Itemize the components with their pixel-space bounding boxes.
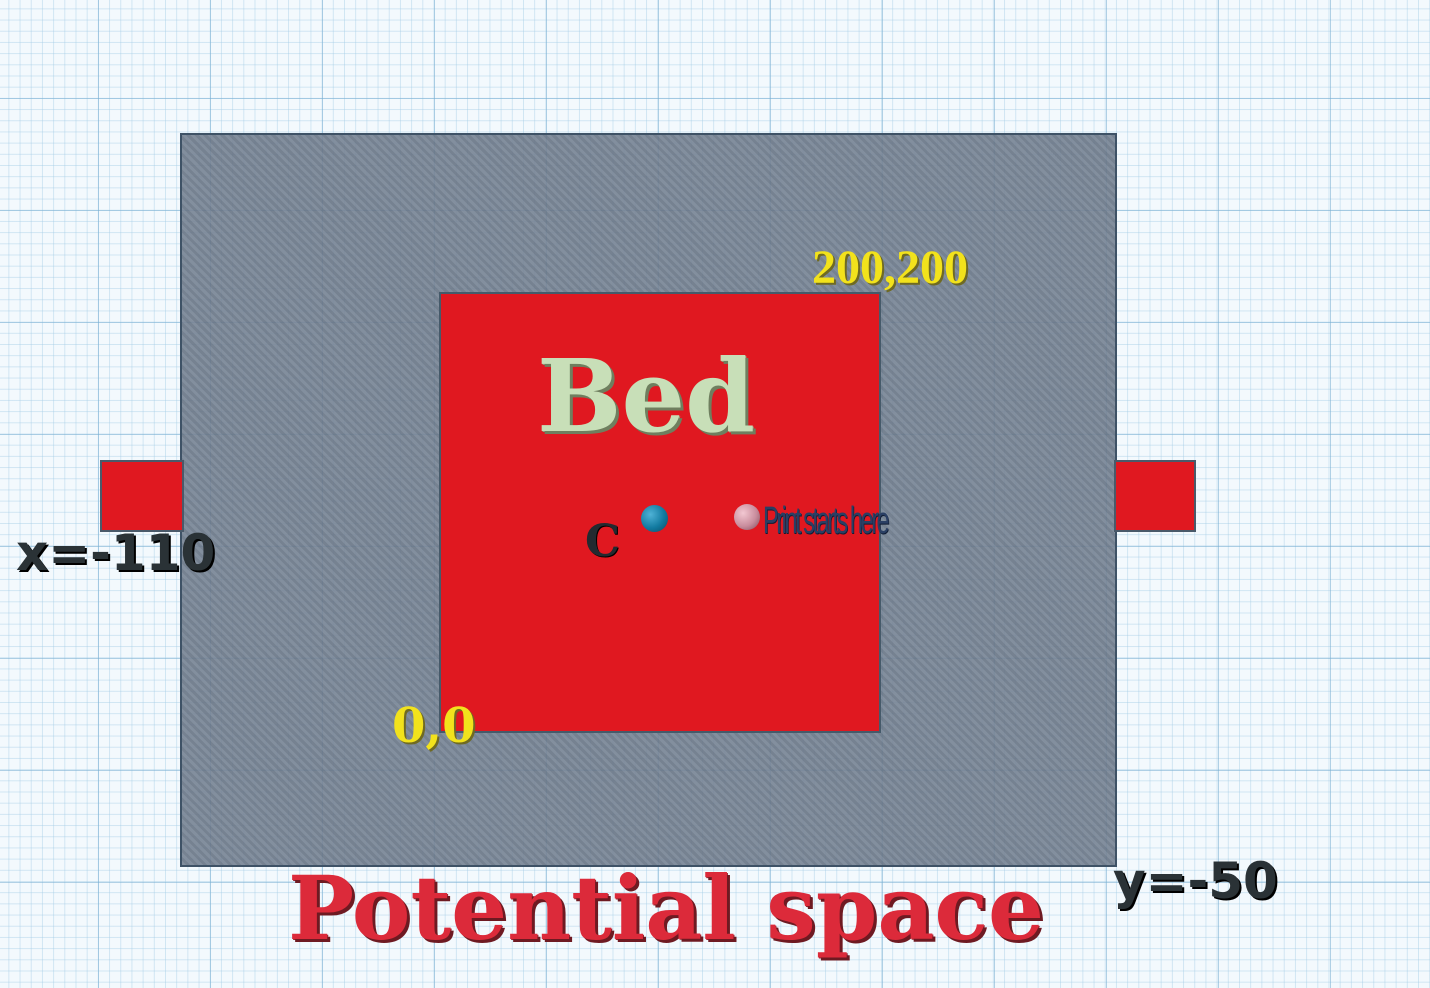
right-side-block — [1114, 460, 1196, 532]
potential-space-label: Potential space — [288, 856, 1044, 960]
bed-max-coordinate-label: 200,200 — [812, 241, 968, 294]
print-start-label: Print starts here — [763, 500, 890, 542]
x-limit-label: x=-110 — [16, 524, 216, 582]
print-start-marker — [734, 504, 760, 530]
x-endstop-block — [100, 460, 184, 532]
bed-origin-coordinate-label: 0,0 — [392, 698, 476, 754]
center-marker — [641, 505, 668, 532]
center-label: C — [585, 516, 621, 567]
bed-label: Bed — [537, 337, 756, 455]
y-limit-label: y=-50 — [1113, 852, 1278, 910]
